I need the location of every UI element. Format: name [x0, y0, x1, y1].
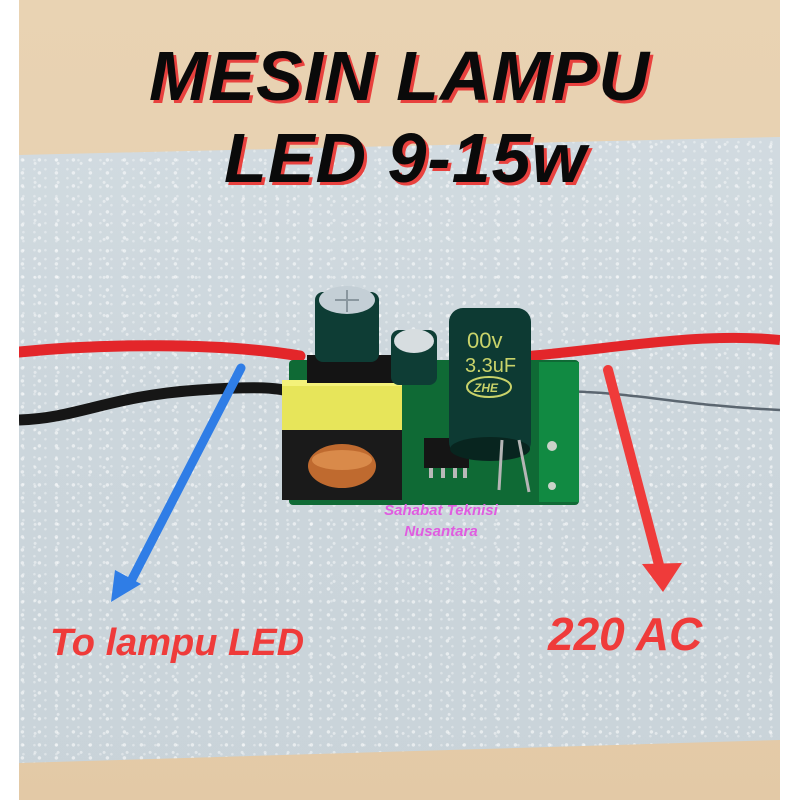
- output-label: To lampu LED: [50, 622, 305, 664]
- output-arrow: [111, 363, 246, 602]
- input-arrow: [603, 365, 682, 592]
- input-label: 220 AC: [548, 608, 703, 660]
- svg-text:ZHE: ZHE: [473, 381, 499, 395]
- svg-text:00v: 00v: [467, 328, 502, 353]
- watermark: Sahabat Teknisi Nusantara: [361, 500, 521, 542]
- title-line-1: MESIN LAMPU: [149, 37, 650, 115]
- electrolytic-capacitor: 00v 3.3uF ZHE: [449, 308, 531, 493]
- watermark-line-1: Sahabat Teknisi: [384, 502, 498, 519]
- title-line-2: LED 9-15w: [224, 119, 587, 197]
- product-photo: 00v 3.3uF ZHE MESIN LAMPU LED 9-15w Saha…: [19, 0, 780, 800]
- red-wire-right: [528, 332, 780, 361]
- pcb-board: 00v 3.3uF ZHE: [282, 286, 579, 505]
- circuit-illustration: 00v 3.3uF ZHE: [19, 286, 780, 602]
- black-wire-left: [19, 382, 300, 426]
- watermark-line-2: Nusantara: [404, 523, 478, 540]
- svg-text:3.3uF: 3.3uF: [465, 355, 516, 377]
- red-wire-left: [19, 340, 306, 362]
